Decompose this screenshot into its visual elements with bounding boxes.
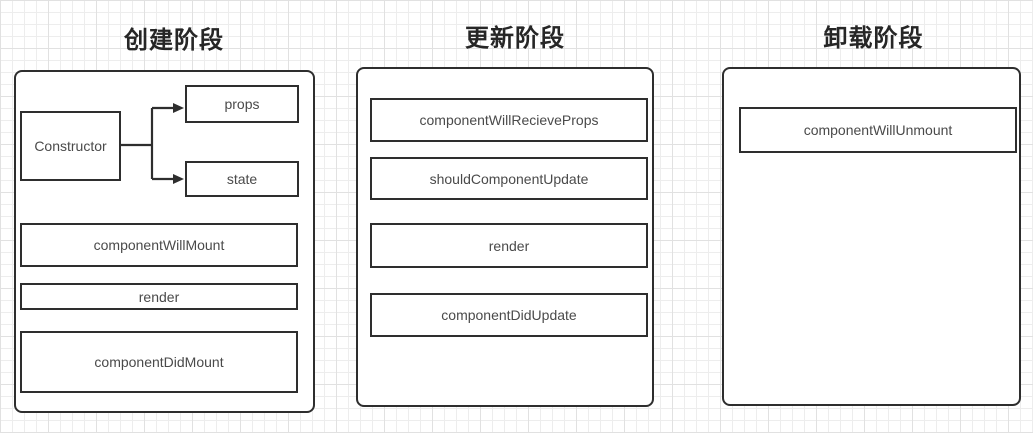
creation-phase-title: 创建阶段 — [124, 27, 224, 54]
component-will-mount-node: componentWillMount — [20, 223, 298, 267]
render-node-creation: render — [20, 283, 298, 310]
update-phase-title: 更新阶段 — [465, 25, 565, 52]
component-did-update-node: componentDidUpdate — [370, 293, 648, 337]
should-component-update-node: shouldComponentUpdate — [370, 157, 648, 200]
render-node-update: render — [370, 223, 648, 268]
unmount-phase-title: 卸载阶段 — [823, 25, 924, 52]
component-will-recieve-props-node: componentWillRecieveProps — [370, 98, 648, 142]
constructor-node: Constructor — [20, 111, 121, 181]
component-will-unmount-node: componentWillUnmount — [739, 107, 1017, 153]
state-node: state — [185, 161, 299, 197]
component-did-mount-node: componentDidMount — [20, 331, 298, 393]
props-node: props — [185, 85, 299, 123]
